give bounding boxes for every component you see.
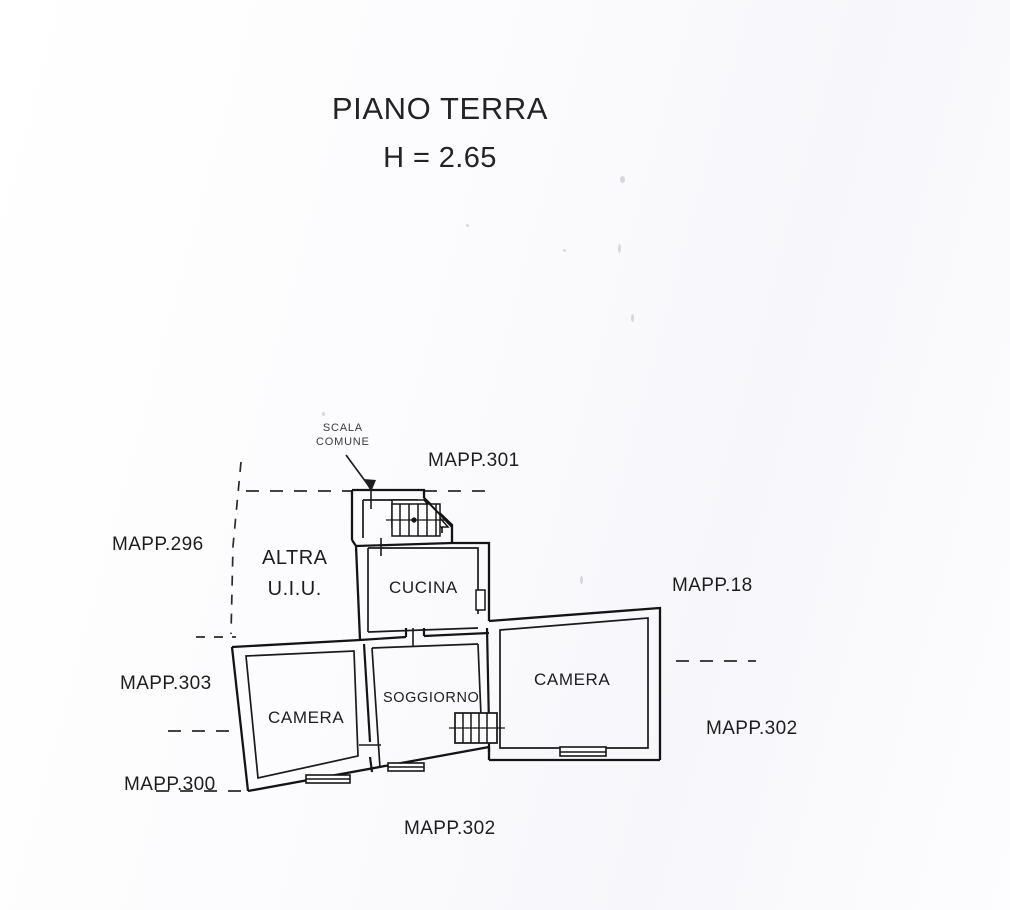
scala-comune-line2: COMUNE	[316, 435, 370, 448]
scan-speck	[580, 576, 583, 584]
parcel-label-mapp-300: MAPP.300	[124, 774, 216, 795]
scan-speck	[466, 224, 469, 227]
parcel-label-mapp-18: MAPP.18	[672, 575, 753, 596]
room-label-soggiorno: SOGGIORNO	[383, 690, 480, 706]
window-openings	[305, 589, 607, 784]
parcel-label-mapp-303: MAPP.303	[120, 673, 212, 694]
scan-speck	[322, 412, 325, 416]
parcel-label-mapp-296: MAPP.296	[112, 534, 204, 555]
internal-staircase-symbol	[449, 712, 505, 744]
scan-speck	[620, 176, 625, 183]
room-label-cucina: CUCINA	[389, 578, 458, 597]
interior-partition-walls	[355, 541, 491, 773]
room-label-camera-left: CAMERA	[268, 708, 345, 727]
parcel-label-mapp-301: MAPP.301	[428, 450, 520, 471]
page-title: PIANO TERRA	[331, 91, 549, 126]
parcel-label-mapp-302-right: MAPP.302	[706, 718, 798, 739]
common-staircase-symbol	[386, 497, 453, 537]
scan-speck	[563, 249, 566, 252]
ceiling-height-note: H = 2.65	[383, 142, 497, 175]
scan-speck	[618, 244, 621, 253]
scala-comune-line1: SCALA	[322, 422, 363, 434]
parcel-label-mapp-302-bottom: MAPP.302	[404, 818, 496, 839]
inner-wall-faces	[245, 499, 649, 780]
scan-speck	[631, 314, 634, 322]
title-block: PIANO TERRA H = 2.65	[0, 91, 880, 175]
room-label-camera-right: CAMERA	[534, 670, 611, 689]
building-outline-walls	[230, 488, 662, 793]
scala-comune-arrow	[345, 454, 376, 492]
altra-uiu-label: ALTRA U.I.U.	[262, 547, 327, 601]
property-boundary-lines	[156, 461, 756, 792]
scala-comune-note: SCALA COMUNE	[316, 422, 370, 450]
altra-uiu-line2: U.I.U.	[267, 578, 322, 600]
altra-uiu-line1: ALTRA	[262, 547, 328, 569]
